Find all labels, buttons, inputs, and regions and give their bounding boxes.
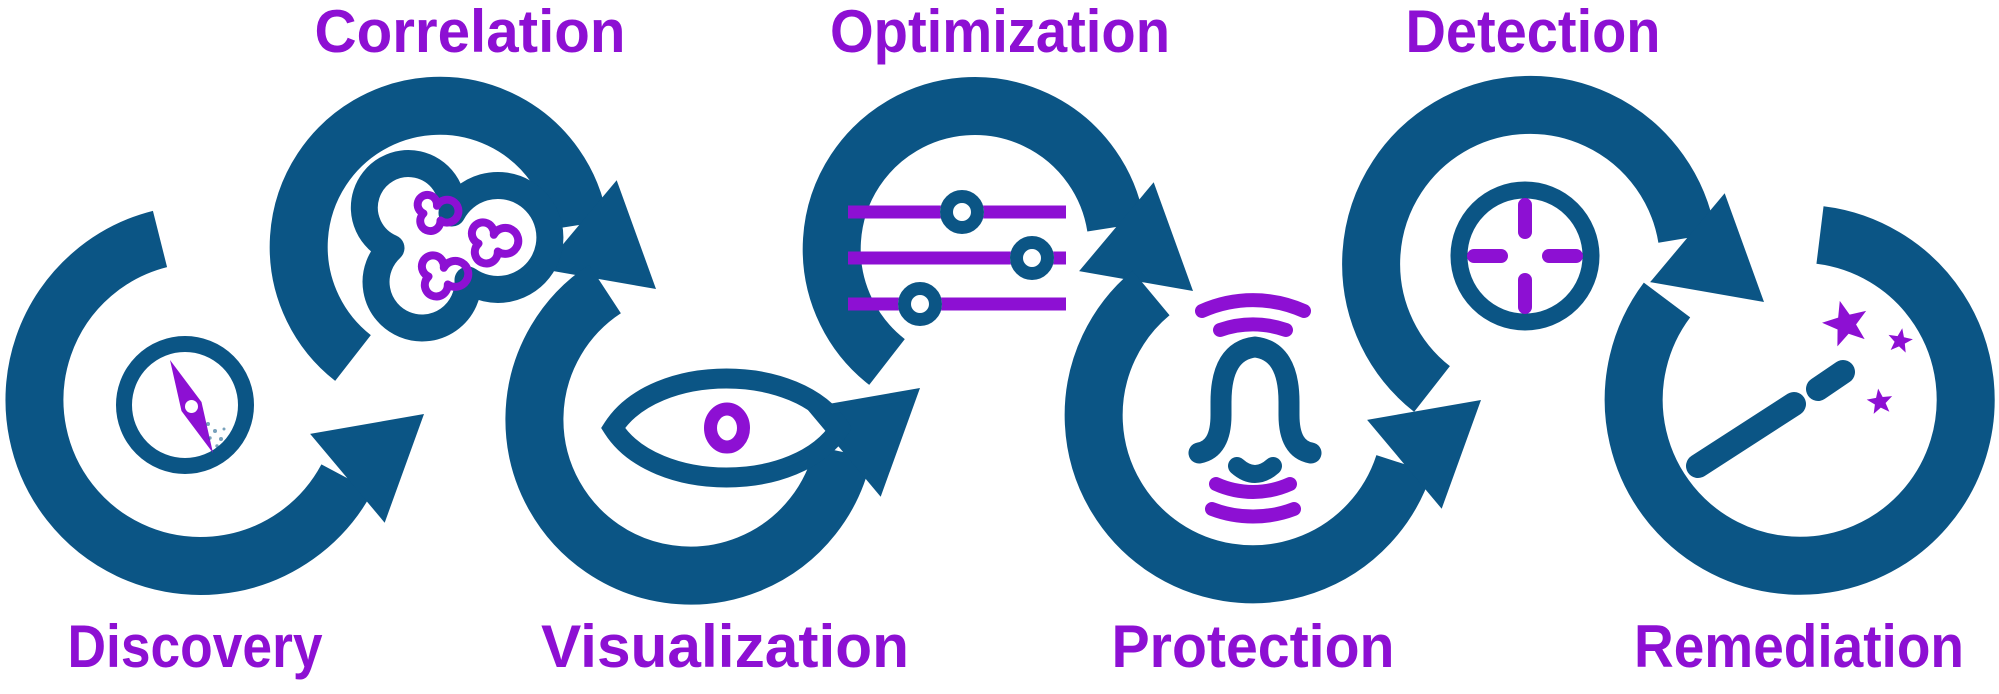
stage-visualization: Visualization <box>505 264 958 680</box>
stage-optimization: Optimization <box>802 0 1231 385</box>
bell-wave-bottom-outer <box>1205 502 1301 524</box>
sparkle-star-large <box>1817 294 1874 349</box>
stage-discovery: Discovery <box>5 210 462 680</box>
slider-knob-1 <box>940 190 984 234</box>
sliders-icon <box>848 190 1066 326</box>
discovery-loop-arrow <box>5 210 373 595</box>
stage-correlation: Correlation <box>269 0 694 381</box>
stage-detection: Detection <box>1342 0 1802 412</box>
bell-clapper <box>1228 457 1282 483</box>
label-visualization: Visualization <box>541 613 909 680</box>
bell-wave-bottom-inner <box>1209 477 1297 499</box>
cloud-cluster-icon <box>364 164 550 328</box>
optimization-loop-arrow <box>802 77 1145 385</box>
alarm-bell-icon <box>1188 293 1322 524</box>
compass-icon <box>116 336 254 474</box>
label-detection: Detection <box>1406 0 1661 65</box>
stage-protection: Protection <box>1064 270 1519 680</box>
crosshair-icon <box>1450 181 1600 331</box>
visualization-loop-arrow <box>505 264 872 605</box>
wand-shaft <box>1686 392 1806 478</box>
stage-remediation: Remediation <box>1604 206 1995 680</box>
eye-pupil <box>704 402 750 454</box>
wand-tip <box>1806 360 1855 401</box>
magic-wand-icon <box>1686 294 1915 478</box>
label-protection: Protection <box>1112 613 1395 680</box>
eye-outline <box>601 368 852 488</box>
bell-outline <box>1188 336 1322 464</box>
mini-cloud-2 <box>472 222 518 263</box>
crosshair-ring <box>1450 181 1600 331</box>
bell-wave-top-inner <box>1213 317 1293 337</box>
bell-wave-top-outer <box>1195 293 1311 318</box>
label-correlation: Correlation <box>315 0 626 65</box>
remediation-loop-ring <box>1604 206 1995 595</box>
label-optimization: Optimization <box>830 0 1170 65</box>
compass-speckles <box>206 422 226 448</box>
compass-pivot-dot <box>185 400 198 413</box>
label-discovery: Discovery <box>68 613 324 680</box>
eye-icon <box>601 368 852 488</box>
sparkle-star-small-1 <box>1885 326 1915 354</box>
correlation-loop-arrow <box>269 76 608 381</box>
protection-loop-arrow <box>1064 270 1432 604</box>
compass-ring <box>116 336 254 474</box>
slider-knob-2 <box>1010 236 1054 280</box>
big-cloud-outline <box>364 164 550 328</box>
label-remediation: Remediation <box>1634 613 1964 680</box>
detection-loop-arrow <box>1342 75 1716 412</box>
sparkle-star-small-2 <box>1865 386 1895 415</box>
slider-knob-3 <box>898 282 942 326</box>
